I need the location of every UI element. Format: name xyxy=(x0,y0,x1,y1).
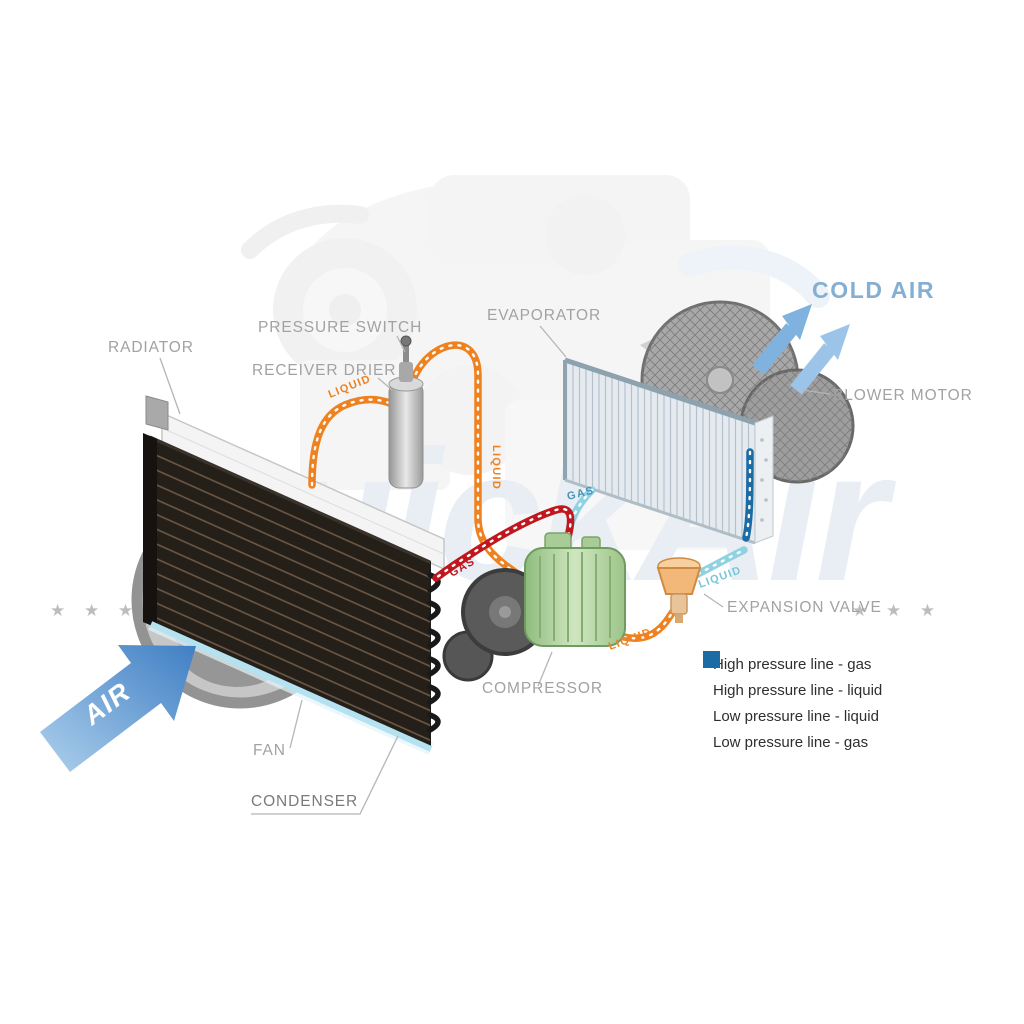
label-condenser: CONDENSER xyxy=(251,793,358,810)
legend-label-high-pressure-gas: High pressure line - gas xyxy=(713,655,872,673)
engine-shape xyxy=(329,294,361,326)
label-radiator: RADIATOR xyxy=(108,339,194,356)
blower-hub xyxy=(706,366,734,394)
condenser-fins xyxy=(150,437,430,747)
radiator-slab-line xyxy=(161,427,445,555)
evaporator-panel-hole xyxy=(764,498,768,502)
compressor-clutch-bolt xyxy=(499,606,511,618)
leader-line-radiator xyxy=(159,357,181,415)
legend-label-high-pressure-liquid: High pressure line - liquid xyxy=(713,681,883,699)
leader-line-evaporator xyxy=(539,325,567,358)
evaporator-side-panel xyxy=(754,415,774,544)
radiator-bracket xyxy=(145,395,169,431)
leader-line-condenser xyxy=(251,735,399,815)
condenser-coil-end xyxy=(427,600,441,621)
leader-line-expansion-valve xyxy=(703,593,724,608)
legend-swatch-rect xyxy=(703,651,720,668)
condenser-graphic xyxy=(143,433,441,755)
valve-tip xyxy=(675,614,683,623)
watermark-stars-right: ★ ★ ★ xyxy=(852,601,942,620)
label-evaporator: EVAPORATOR xyxy=(487,307,601,324)
air-arrow-shape xyxy=(40,645,196,772)
condenser-top-edge xyxy=(149,435,431,564)
evaporator-panel-hole xyxy=(760,518,764,522)
cold-air-arrow-shaft xyxy=(752,323,798,375)
pipe-low-pressure-liquid-dashes xyxy=(688,548,746,580)
leader-line-pressure-switch xyxy=(396,335,406,353)
compressor-body xyxy=(524,547,626,647)
evaporator-graphic xyxy=(563,357,774,545)
flow-label-liquid: LIQUID xyxy=(490,445,502,490)
expansion-valve-graphic xyxy=(656,557,702,623)
condenser-coil-end xyxy=(427,628,441,649)
leader-line-blower-motor xyxy=(801,389,831,395)
cold-air-arrows xyxy=(752,304,850,395)
evaporator-bottom-edge xyxy=(564,478,756,545)
pressure-switch-stem xyxy=(403,344,409,362)
cold-air-arrowhead xyxy=(820,324,850,360)
air-arrow: AIR xyxy=(40,645,196,772)
cold-air-arrowhead xyxy=(782,304,812,340)
engine-intake-tube xyxy=(678,245,830,308)
receiver-drier-graphic xyxy=(388,335,424,489)
leader-line-receiver-drier xyxy=(377,377,393,391)
engine-shape xyxy=(545,195,625,275)
label-compressor: COMPRESSOR xyxy=(482,680,603,697)
condenser-coil-end xyxy=(427,684,441,705)
legend-label-low-pressure-gas: Low pressure line - gas xyxy=(713,733,869,751)
condenser-coil-end xyxy=(427,712,441,733)
radiator-graphic xyxy=(145,395,445,571)
pipe-dashes xyxy=(310,398,394,487)
evaporator-top-edge xyxy=(564,357,756,426)
legend-row-low-pressure-gas: Low pressure line - gas xyxy=(703,651,933,755)
drier-body xyxy=(388,381,424,489)
condenser-bottom-glow xyxy=(149,621,433,752)
evaporator-panel-hole xyxy=(764,458,768,462)
evaporator-panel-hole xyxy=(760,478,764,482)
drier-neck xyxy=(399,362,413,382)
watermark-stars-left: ★ ★ ★ xyxy=(50,601,140,620)
legend-swatch-low-pressure-gas xyxy=(703,651,720,668)
pipe-high-pressure-gas xyxy=(432,505,575,582)
label-fan: FAN xyxy=(253,742,286,759)
label-expansion-valve: EXPANSION VALVE xyxy=(727,599,882,616)
pressure-switch-tip xyxy=(400,335,412,347)
evaporator-fins xyxy=(565,360,755,543)
valve-stem xyxy=(670,593,688,615)
leader-line-fan xyxy=(289,699,303,749)
legend-row-low-pressure-liquid: Low pressure line - liquid xyxy=(703,651,933,729)
legend-row-high-pressure-gas: High pressure line - gas xyxy=(703,651,933,677)
evaporator-panel-hole xyxy=(760,438,764,442)
valve-body xyxy=(656,567,702,595)
pipe-dashes xyxy=(410,343,679,640)
leader-line-compressor xyxy=(537,651,553,687)
label-cold-air: COLD AIR xyxy=(812,277,935,303)
label-pressure-switch: PRESSURE SWITCH xyxy=(258,319,422,336)
label-receiver-drier: RECEIVER DRIER xyxy=(252,362,396,379)
condenser-left-frame xyxy=(143,433,157,628)
engine-shape xyxy=(415,365,525,475)
legend-label-low-pressure-liquid: Low pressure line - liquid xyxy=(713,707,879,725)
label-blower-motor: BLOWER MOTOR xyxy=(833,387,973,404)
condenser-coil-end xyxy=(427,656,441,677)
legend-row-high-pressure-liquid: High pressure line - liquid xyxy=(703,651,933,703)
condenser-coil-end xyxy=(427,572,441,593)
engine-shape xyxy=(241,204,369,259)
compressor-graphic xyxy=(442,532,626,682)
pipe-low-pressure-gas-dashes xyxy=(744,450,752,540)
cold-air-arrow-shaft xyxy=(790,343,836,395)
leader-lines xyxy=(159,325,831,815)
legend: High pressure line - gas High pressure l… xyxy=(703,651,933,755)
